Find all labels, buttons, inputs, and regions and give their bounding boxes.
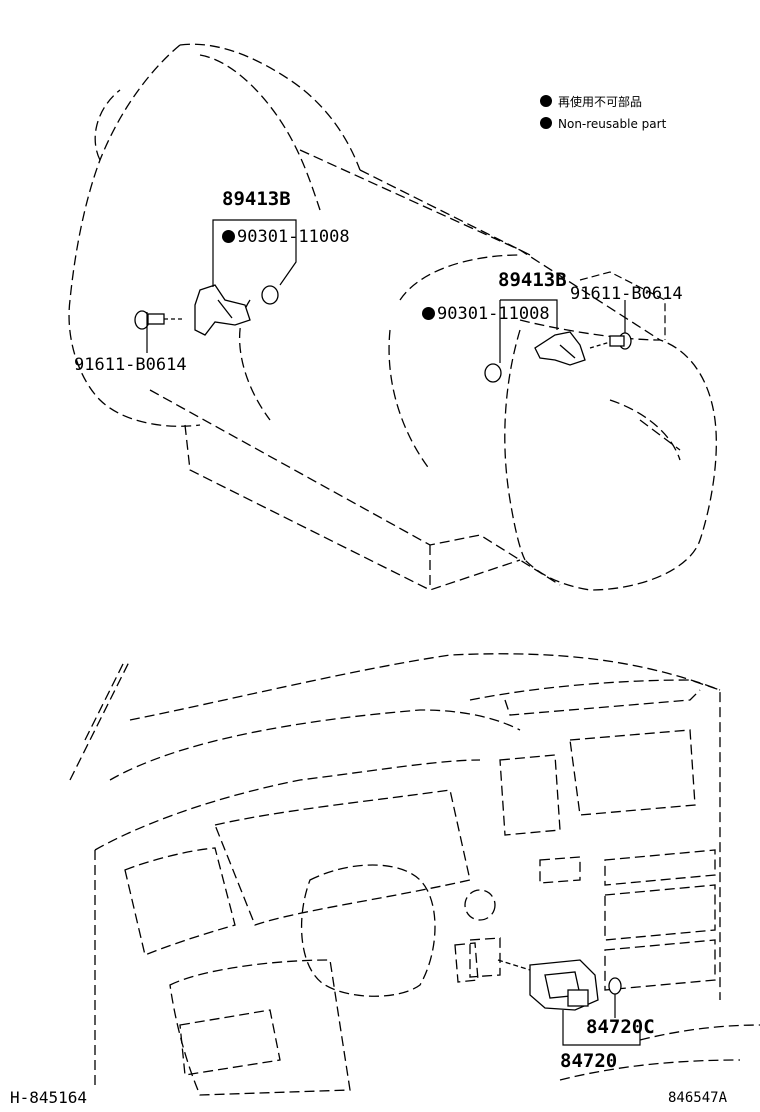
- callout-gasket-right: 90301-11008: [422, 306, 550, 323]
- callout-gasket-right-text: 90301-11008: [437, 304, 550, 324]
- bullet-icon: [222, 230, 235, 243]
- callout-sensor-right: 89413B: [498, 269, 567, 291]
- callout-sensor-left: 89413B: [222, 188, 291, 210]
- legend-text-japanese: 再使用不可部品: [558, 95, 643, 109]
- callout-switch-c: 84720C: [586, 1016, 655, 1038]
- leader-lines-top: [146, 219, 666, 363]
- gasket-right: [484, 363, 502, 383]
- instrument-panel: [69, 653, 760, 1096]
- callout-bolt-right: 91611-B0614: [570, 284, 683, 304]
- legend-line-english: Non-reusable part: [540, 117, 666, 130]
- callout-gasket-left-text: 90301-11008: [237, 227, 350, 247]
- bullet-icon: [422, 307, 435, 320]
- footer-left-id: H-845164: [10, 1088, 88, 1107]
- speed-sensor-left: [194, 284, 251, 336]
- leader-lines-bottom: [562, 994, 641, 1046]
- switch-assembly: [497, 959, 622, 1011]
- legend-text-english: Non-reusable part: [558, 117, 667, 131]
- callout-gasket-left: 90301-11008: [222, 229, 350, 246]
- transmission-housing: [68, 43, 717, 591]
- legend-line-japanese: 再使用不可部品: [540, 95, 642, 108]
- footer-right-id: 846547A: [668, 1090, 728, 1106]
- gasket-left: [261, 285, 279, 305]
- callout-bolt-left: 91611-B0614: [74, 355, 187, 375]
- bullet-icon: [540, 95, 552, 107]
- bullet-icon: [540, 117, 552, 129]
- bolt-left: [134, 310, 185, 330]
- speed-sensor-right: [534, 331, 586, 366]
- bolt-right: [589, 332, 632, 350]
- callout-switch: 84720: [560, 1050, 618, 1072]
